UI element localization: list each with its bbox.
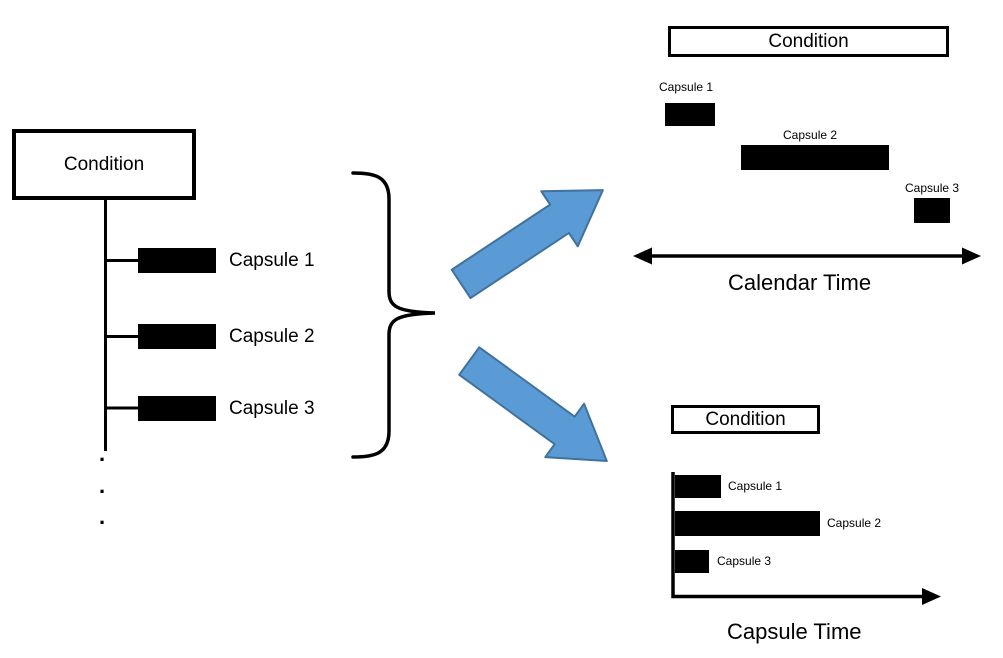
- arrow-to-calendar-view: [450, 189, 604, 300]
- capsule-time-label-3: Capsule 3: [717, 554, 772, 568]
- calendar-axis-left-arrowhead: [633, 247, 652, 265]
- left-capsule-label-1: Capsule 1: [229, 250, 315, 271]
- calendar-capsule-label-2: Capsule 2: [783, 128, 838, 142]
- calendar-capsule-label-1: Capsule 1: [659, 80, 714, 94]
- calendar-capsule-bar-3: [914, 198, 950, 223]
- capsule-axis-arrowhead: [922, 588, 941, 605]
- capsule-time-bar-1: [675, 475, 721, 498]
- calendar-condition-label: Condition: [768, 30, 849, 52]
- arrow-to-capsule-view: [458, 346, 608, 462]
- calendar-axis-right-arrowhead: [962, 247, 981, 265]
- ellipsis-dot: .: [99, 441, 106, 466]
- ellipsis-dot: .: [99, 504, 106, 529]
- capsule-time-bar-2: [675, 511, 820, 536]
- capsule-time-label-2: Capsule 2: [827, 516, 882, 530]
- left-condition-box: Condition: [12, 129, 196, 200]
- calendar-time-axis-title: Calendar Time: [728, 270, 872, 295]
- calendar-condition-box: Condition: [668, 26, 949, 57]
- calendar-capsule-bar-2: [741, 145, 889, 170]
- left-capsule-label-3: Capsule 3: [229, 398, 315, 419]
- curly-brace: [351, 171, 436, 459]
- left-capsule-bar-3: [138, 396, 216, 421]
- capsule-time-axis-line: [671, 472, 927, 599]
- left-capsule-bar-1: [138, 248, 216, 273]
- left-capsule-label-2: Capsule 2: [229, 326, 315, 347]
- calendar-capsule-label-3: Capsule 3: [905, 181, 960, 195]
- capsule-condition-box: Condition: [671, 405, 820, 434]
- ellipsis-dot: .: [99, 473, 106, 498]
- capsule-time-axis-title: Capsule Time: [727, 619, 862, 644]
- left-capsule-bar-2: [138, 324, 216, 349]
- calendar-capsule-bar-1: [665, 103, 715, 126]
- capsule-time-label-1: Capsule 1: [728, 479, 783, 493]
- capsule-time-bar-3: [675, 550, 709, 573]
- capsule-condition-label: Condition: [705, 408, 786, 430]
- left-condition-label: Condition: [63, 153, 145, 175]
